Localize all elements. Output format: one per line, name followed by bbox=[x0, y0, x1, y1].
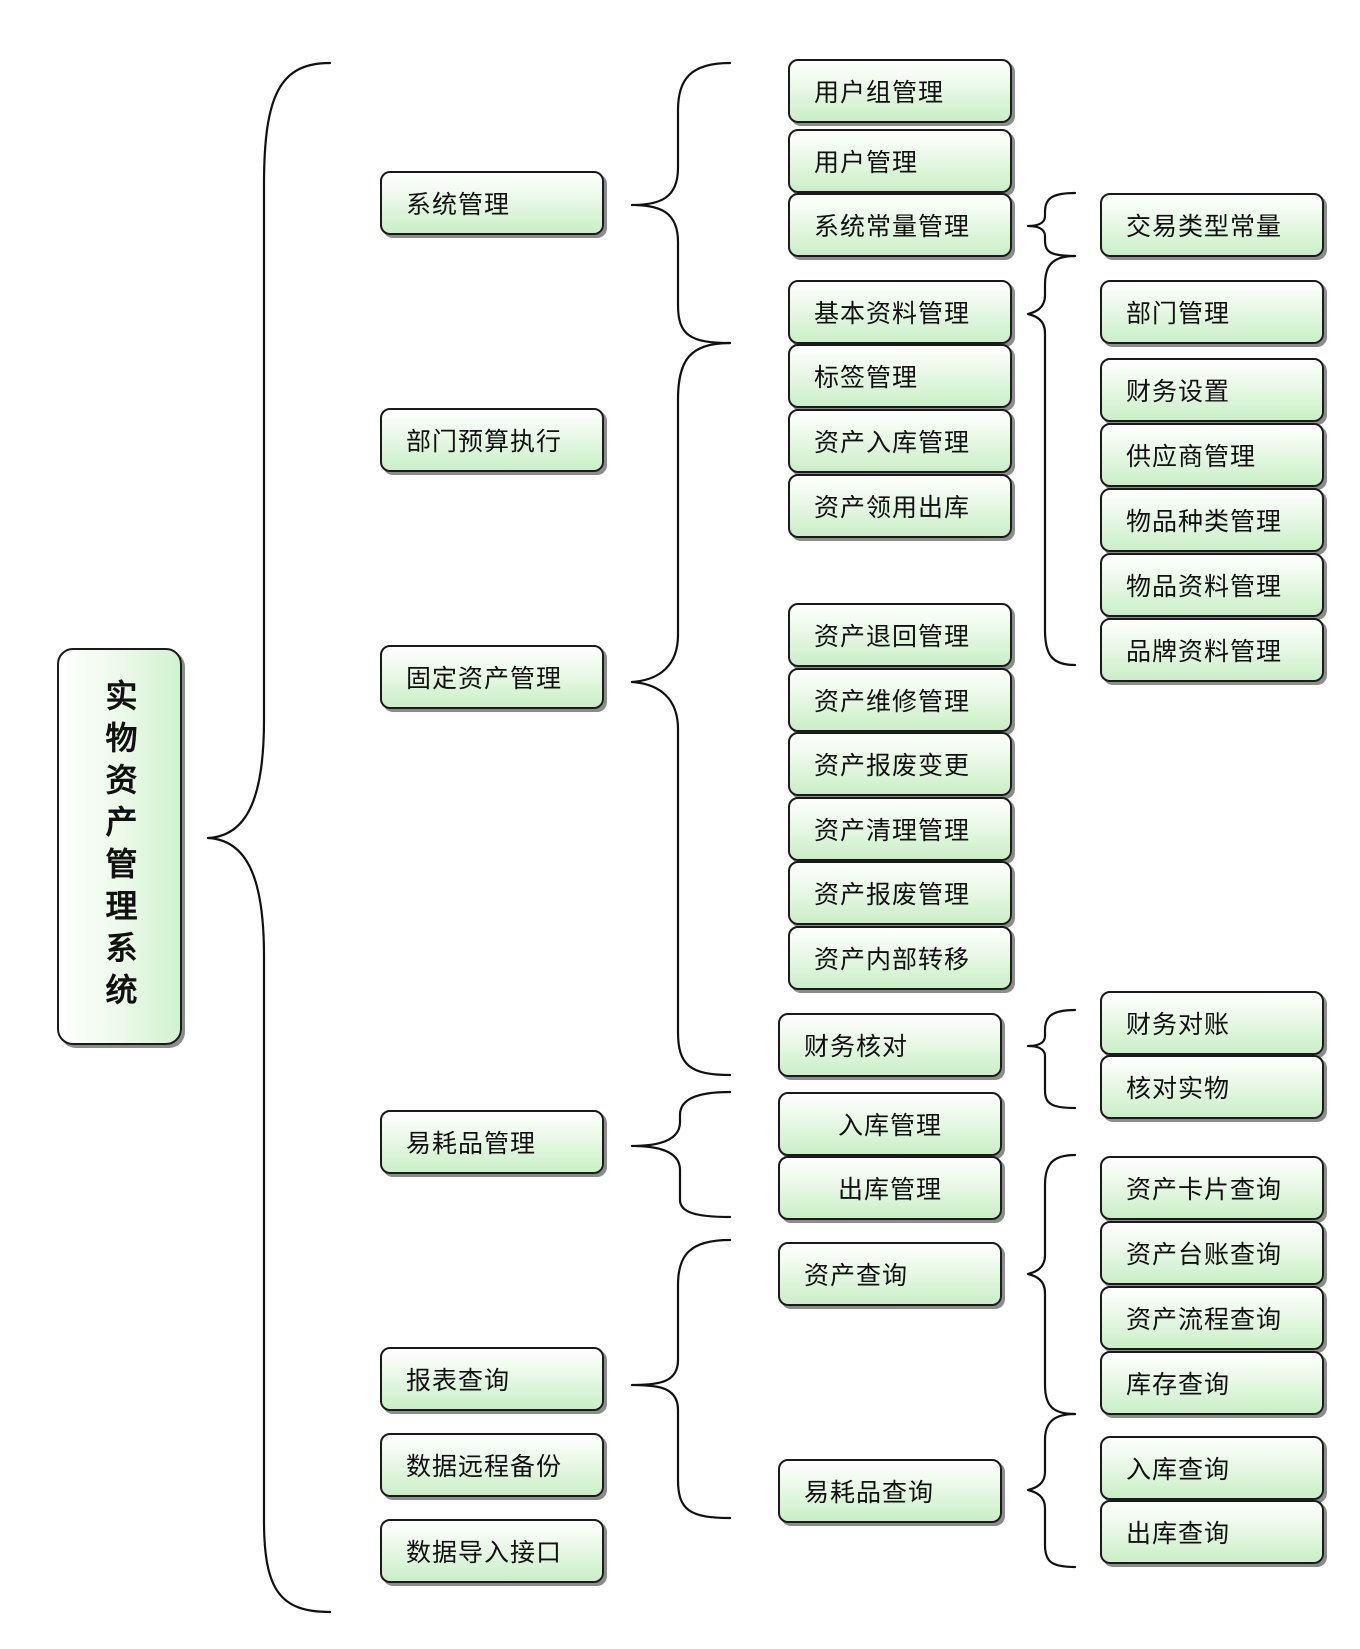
node-inventory-query[interactable]: 库存查询 bbox=[1100, 1351, 1324, 1415]
brace-consumables bbox=[630, 1090, 732, 1219]
node-finance-check[interactable]: 财务核对 bbox=[778, 1013, 1002, 1077]
node-asset-query[interactable]: 资产查询 bbox=[778, 1242, 1002, 1306]
node-import-interface[interactable]: 数据导入接口 bbox=[380, 1519, 604, 1583]
node-item-category-mgmt[interactable]: 物品种类管理 bbox=[1100, 488, 1324, 552]
brace-root bbox=[206, 61, 332, 1614]
brace-asset-query bbox=[1026, 1153, 1077, 1416]
node-stockin-mgmt[interactable]: 入库管理 bbox=[778, 1092, 1002, 1156]
node-trade-type-const[interactable]: 交易类型常量 bbox=[1100, 193, 1324, 257]
node-asset-scrap-change[interactable]: 资产报废变更 bbox=[788, 732, 1012, 796]
node-item-data-mgmt[interactable]: 物品资料管理 bbox=[1100, 553, 1324, 617]
brace-finance-check bbox=[1026, 1008, 1077, 1110]
brace-reports bbox=[630, 1238, 732, 1520]
brace-system-const bbox=[1026, 191, 1077, 258]
node-asset-stockin-mgmt[interactable]: 资产入库管理 bbox=[788, 409, 1012, 473]
node-asset-ledger-query[interactable]: 资产台账查询 bbox=[1100, 1221, 1324, 1285]
node-remote-backup[interactable]: 数据远程备份 bbox=[380, 1433, 604, 1497]
brace-fixed-assets bbox=[630, 341, 732, 1077]
node-user-mgmt[interactable]: 用户管理 bbox=[788, 129, 1012, 193]
node-fixed-assets[interactable]: 固定资产管理 bbox=[380, 645, 604, 709]
node-finance-reconcile[interactable]: 财务对账 bbox=[1100, 991, 1324, 1055]
node-stockout-query[interactable]: 出库查询 bbox=[1100, 1500, 1324, 1564]
brace-basic-data bbox=[1026, 254, 1077, 667]
node-asset-issue-out[interactable]: 资产领用出库 bbox=[788, 474, 1012, 538]
node-consumables[interactable]: 易耗品管理 bbox=[380, 1110, 604, 1174]
node-stockin-query[interactable]: 入库查询 bbox=[1100, 1436, 1324, 1500]
node-user-group-mgmt[interactable]: 用户组管理 bbox=[788, 59, 1012, 123]
node-dept-budget[interactable]: 部门预算执行 bbox=[380, 408, 604, 472]
node-asset-scrap-mgmt[interactable]: 资产报废管理 bbox=[788, 861, 1012, 925]
node-brand-data-mgmt[interactable]: 品牌资料管理 bbox=[1100, 618, 1324, 682]
root-label: 实物资产管理系统 bbox=[100, 678, 139, 1015]
node-asset-repair-mgmt[interactable]: 资产维修管理 bbox=[788, 668, 1012, 732]
node-asset-return-mgmt[interactable]: 资产退回管理 bbox=[788, 603, 1012, 667]
node-stockout-mgmt[interactable]: 出库管理 bbox=[778, 1156, 1002, 1220]
node-dept-mgmt[interactable]: 部门管理 bbox=[1100, 280, 1324, 344]
brace-system-mgmt bbox=[630, 61, 732, 345]
node-reports[interactable]: 报表查询 bbox=[380, 1347, 604, 1411]
node-basic-data-mgmt[interactable]: 基本资料管理 bbox=[788, 280, 1012, 344]
node-supplier-mgmt[interactable]: 供应商管理 bbox=[1100, 423, 1324, 487]
brace-consumable-query bbox=[1026, 1412, 1077, 1569]
node-finance-settings[interactable]: 财务设置 bbox=[1100, 358, 1324, 422]
node-consumable-query[interactable]: 易耗品查询 bbox=[778, 1459, 1002, 1523]
node-asset-process-query[interactable]: 资产流程查询 bbox=[1100, 1286, 1324, 1350]
node-label-mgmt[interactable]: 标签管理 bbox=[788, 344, 1012, 408]
node-asset-internal-transfer[interactable]: 资产内部转移 bbox=[788, 926, 1012, 990]
node-system-mgmt[interactable]: 系统管理 bbox=[380, 171, 604, 235]
root-node: 实物资产管理系统 bbox=[57, 648, 182, 1045]
node-asset-cleanup-mgmt[interactable]: 资产清理管理 bbox=[788, 797, 1012, 861]
node-asset-card-query[interactable]: 资产卡片查询 bbox=[1100, 1156, 1324, 1220]
node-verify-physical[interactable]: 核对实物 bbox=[1100, 1055, 1324, 1119]
node-system-const-mgmt[interactable]: 系统常量管理 bbox=[788, 193, 1012, 257]
